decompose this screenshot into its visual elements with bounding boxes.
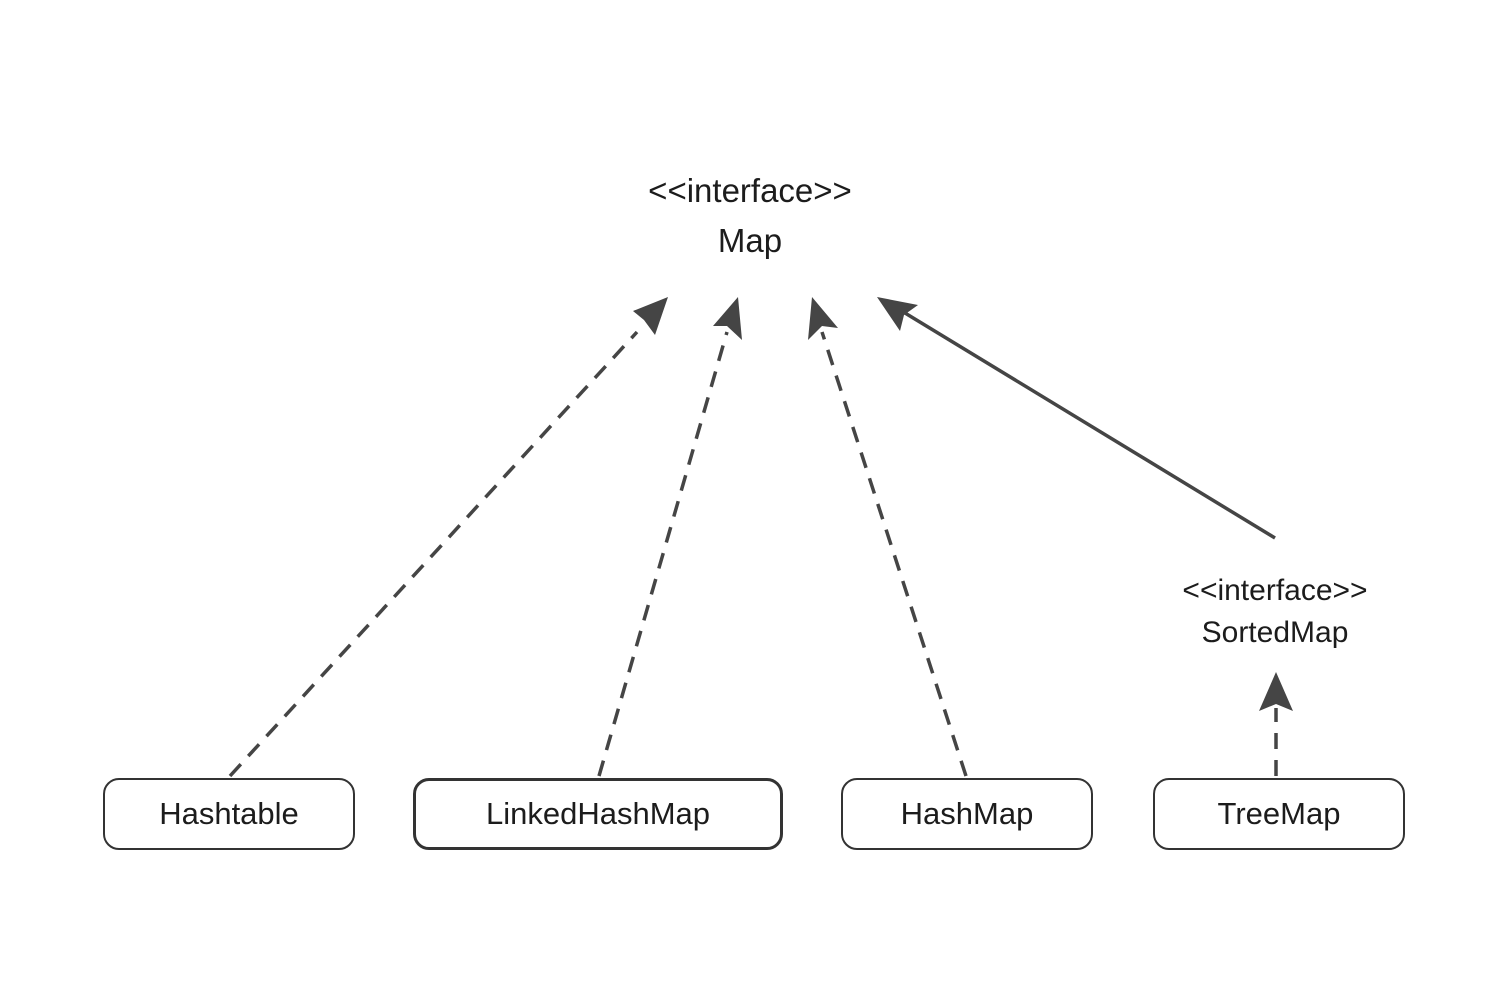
connector-line (820, 331, 968, 777)
interface-name: Map (717, 221, 783, 259)
arrow-linkedhashmap-to-map (597, 297, 742, 777)
interface-stereotype: <<interface>> (648, 172, 852, 209)
arrow-hashtable-to-map (228, 297, 668, 778)
interface-sortedmap: <<interface>> SortedMap (1125, 570, 1425, 654)
arrowhead-icon (1259, 672, 1293, 711)
connector-line (228, 330, 639, 778)
class-name: TreeMap (1217, 796, 1341, 831)
class-box-hashtable: Hashtable (103, 778, 355, 850)
interface-map: <<interface>> Map (600, 166, 900, 265)
connector-line (597, 331, 729, 777)
arrowhead-icon (877, 297, 918, 331)
interface-stereotype: <<interface>> (1182, 574, 1368, 607)
class-name: Hashtable (159, 796, 299, 831)
connector-line (904, 311, 1276, 540)
class-box-treemap: TreeMap (1153, 778, 1405, 850)
arrowhead-icon (713, 297, 742, 340)
class-box-hashmap: HashMap (841, 778, 1093, 850)
arrow-sortedmap-to-map (877, 297, 1276, 540)
class-name: HashMap (900, 796, 1034, 831)
arrow-hashmap-to-map (808, 297, 968, 777)
class-box-linkedhashmap: LinkedHashMap (413, 778, 783, 850)
arrow-treemap-to-sortedmap (1259, 672, 1293, 776)
arrowhead-icon (808, 297, 838, 340)
interface-name: SortedMap (1201, 616, 1349, 649)
class-name: LinkedHashMap (485, 796, 711, 831)
arrowhead-icon (633, 297, 668, 335)
